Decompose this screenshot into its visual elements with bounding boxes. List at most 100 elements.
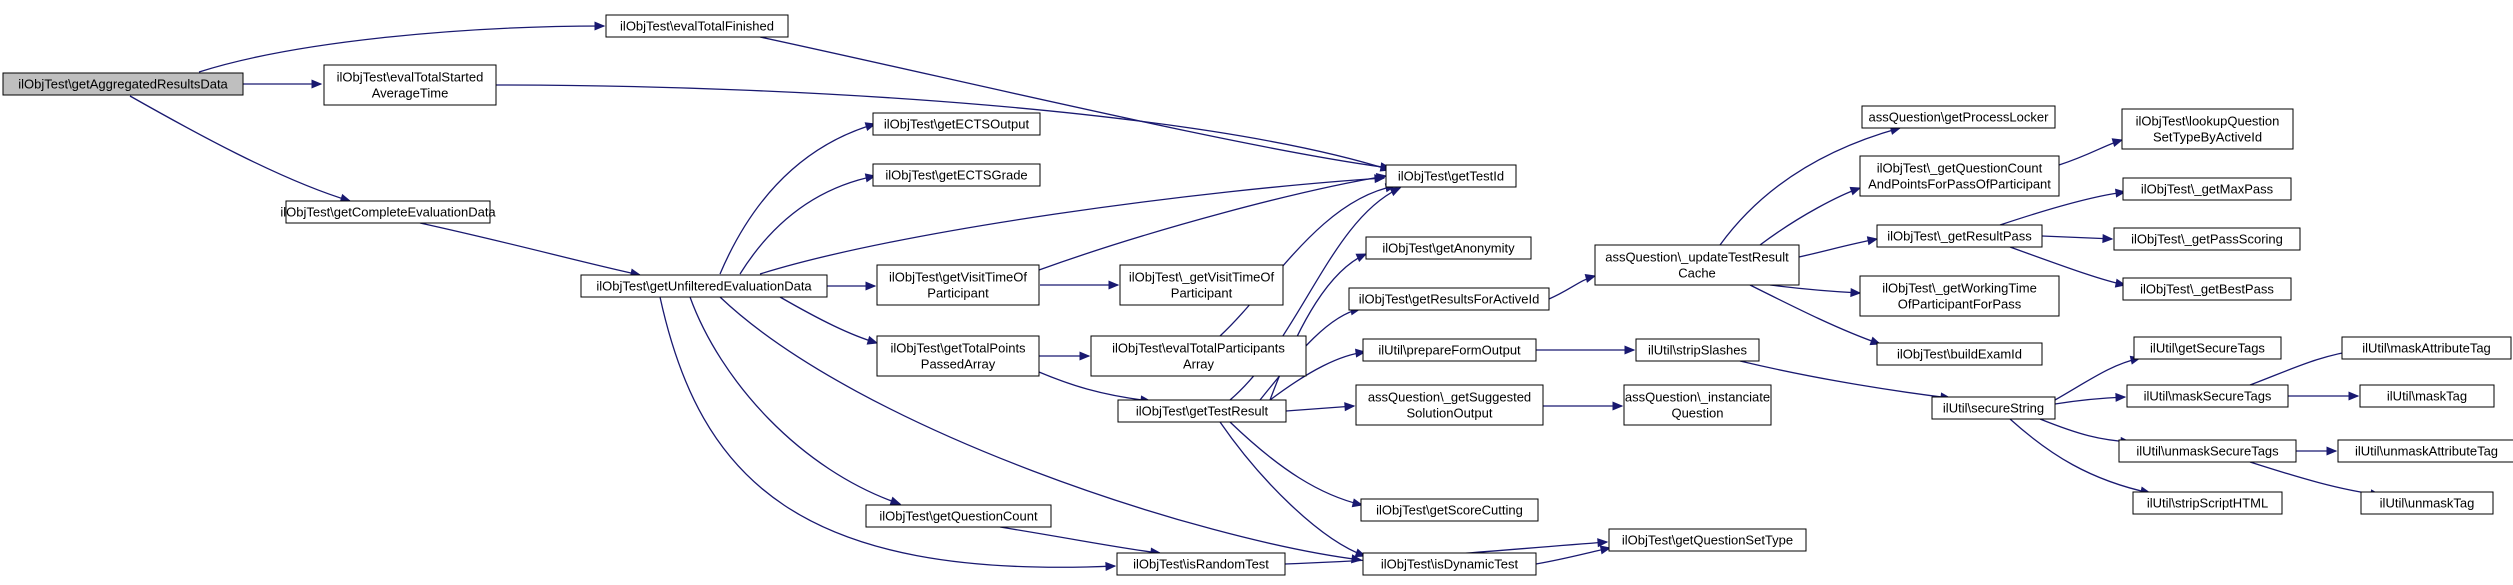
node-box bbox=[876, 264, 1040, 306]
edge-n5-n11 bbox=[659, 296, 1117, 571]
graph-node-n17[interactable]: ilUtil\prepareFormOutput bbox=[1362, 338, 1537, 362]
node-box bbox=[1931, 396, 2056, 420]
arrowhead bbox=[2348, 391, 2360, 401]
graph-node-n19[interactable]: ilObjTest\getScoreCutting bbox=[1360, 498, 1539, 522]
graph-node-n42[interactable]: ilUtil\unmaskTag bbox=[2360, 491, 2494, 515]
node-label: ilObjTest\getAnonymity bbox=[1382, 241, 1515, 256]
arrowhead bbox=[2115, 392, 2127, 402]
graph-node-n27[interactable]: ilObjTest\_getResultPass bbox=[1876, 224, 2043, 248]
graph-node-n38[interactable]: ilUtil\stripScriptHTML bbox=[2132, 491, 2283, 515]
node-label: ilObjTest\getAggregatedResultsData bbox=[18, 77, 228, 92]
edge-line bbox=[419, 222, 641, 276]
edge-n0-n1 bbox=[198, 21, 606, 73]
graph-node-n39[interactable]: ilUtil\maskAttributeTag bbox=[2341, 336, 2512, 360]
graph-node-n1[interactable]: ilObjTest\evalTotalFinished bbox=[605, 14, 789, 38]
graph-node-n35[interactable]: ilUtil\getSecureTags bbox=[2133, 336, 2282, 360]
graph-node-n0[interactable]: ilObjTest\getAggregatedResultsData bbox=[2, 72, 244, 96]
edge-n37-n41 bbox=[2296, 446, 2338, 456]
node-label: AverageTime bbox=[372, 86, 449, 101]
graph-node-n28[interactable]: ilObjTest\_getWorkingTimeOfParticipantFo… bbox=[1859, 275, 2060, 317]
graph-node-n21[interactable]: ilObjTest\getQuestionSetType bbox=[1608, 528, 1807, 552]
graph-node-n34[interactable]: ilObjTest\_getBestPass bbox=[2122, 277, 2292, 301]
node-box bbox=[285, 200, 491, 224]
edge-n22-n27 bbox=[1798, 236, 1879, 258]
node-label: ilObjTest\getUnfilteredEvaluationData bbox=[596, 279, 812, 294]
node-label: ilObjTest\getQuestionCount bbox=[879, 509, 1038, 524]
edge-line bbox=[1999, 191, 2126, 226]
edge-n14-n19 bbox=[1229, 421, 1364, 508]
graph-node-n23[interactable]: ilUtil\stripSlashes bbox=[1635, 338, 1760, 362]
node-box bbox=[580, 274, 828, 298]
graph-node-n30[interactable]: ilUtil\secureString bbox=[1931, 396, 2056, 420]
graph-node-n16[interactable]: ilObjTest\getResultsForActiveId bbox=[1348, 287, 1550, 311]
node-box bbox=[865, 504, 1052, 528]
node-label: Participant bbox=[927, 286, 989, 301]
graph-node-n29[interactable]: ilObjTest\buildExamId bbox=[1876, 342, 2043, 366]
graph-node-n41[interactable]: ilUtil\unmaskAttributeTag bbox=[2337, 439, 2513, 463]
node-label: assQuestion\_instanciate bbox=[1625, 390, 1770, 405]
graph-node-n36[interactable]: ilUtil\maskSecureTags bbox=[2126, 384, 2289, 408]
node-label: ilUtil\getSecureTags bbox=[2150, 341, 2265, 356]
node-box bbox=[2118, 439, 2297, 463]
edge-line bbox=[739, 175, 876, 275]
edge-line bbox=[129, 95, 351, 202]
node-label: ilObjTest\evalTotalFinished bbox=[620, 19, 774, 34]
graph-node-n5[interactable]: ilObjTest\getUnfilteredEvaluationData bbox=[580, 274, 828, 298]
graph-node-n37[interactable]: ilUtil\unmaskSecureTags bbox=[2118, 439, 2297, 463]
graph-node-n15[interactable]: ilObjTest\getAnonymity bbox=[1365, 236, 1532, 260]
graph-node-n40[interactable]: ilUtil\maskTag bbox=[2359, 384, 2495, 408]
arrowhead bbox=[1599, 545, 1612, 555]
arrowhead bbox=[865, 281, 877, 291]
graph-node-n20[interactable]: ilObjTest\isDynamicTest bbox=[1362, 552, 1537, 576]
arrowhead bbox=[1849, 186, 1862, 196]
edge-n3-n5 bbox=[419, 222, 642, 278]
node-label: Cache bbox=[1678, 266, 1716, 281]
edge-n8-n4 bbox=[1038, 173, 1388, 271]
graph-node-n10[interactable]: ilObjTest\getQuestionCount bbox=[865, 504, 1052, 528]
node-box bbox=[1117, 399, 1287, 423]
graph-node-n11[interactable]: ilObjTest\isRandomTest bbox=[1116, 552, 1286, 576]
graph-node-n3[interactable]: ilObjTest\getCompleteEvaluationData bbox=[280, 200, 496, 224]
graph-node-n4[interactable]: ilObjTest\getTestId bbox=[1385, 164, 1517, 188]
edge-n16-n22 bbox=[1548, 274, 1597, 300]
node-label: ilObjTest\_getWorkingTime bbox=[1882, 281, 2037, 296]
node-box bbox=[1362, 552, 1537, 576]
node-box bbox=[605, 14, 789, 38]
node-label: ilUtil\secureString bbox=[1943, 401, 2044, 416]
edge-n5-n9 bbox=[779, 296, 879, 345]
arrowhead bbox=[311, 79, 323, 89]
graph-node-n6[interactable]: ilObjTest\getECTSOutput bbox=[872, 112, 1041, 136]
node-box bbox=[2359, 384, 2495, 408]
edge-line bbox=[198, 25, 605, 73]
node-label: ilObjTest\_getQuestionCount bbox=[1877, 161, 2043, 176]
graph-node-n7[interactable]: ilObjTest\getECTSGrade bbox=[872, 163, 1041, 187]
edge-line bbox=[1229, 421, 1363, 506]
edge-n14-n18 bbox=[1285, 402, 1356, 412]
edge-line bbox=[1719, 127, 1901, 246]
node-label: ilUtil\prepareFormOutput bbox=[1378, 343, 1521, 358]
edge-line bbox=[1749, 284, 1881, 345]
node-label: ilUtil\stripSlashes bbox=[1648, 343, 1747, 358]
edge-n5-n6 bbox=[719, 122, 877, 275]
node-box bbox=[1623, 384, 1772, 426]
node-label: ilObjTest\isDynamicTest bbox=[1381, 557, 1519, 572]
node-box bbox=[2360, 491, 2494, 515]
graph-node-n25[interactable]: assQuestion\getProcessLocker bbox=[1861, 105, 2056, 129]
graph-node-n32[interactable]: ilObjTest\_getMaxPass bbox=[2122, 177, 2292, 201]
edge-line bbox=[2054, 396, 2126, 405]
arrowhead bbox=[1375, 173, 1388, 183]
edge-line bbox=[1759, 187, 1861, 246]
graph-node-n33[interactable]: ilObjTest\_getPassScoring bbox=[2113, 227, 2301, 251]
graph-node-n31[interactable]: ilObjTest\lookupQuestionSetTypeByActiveI… bbox=[2121, 108, 2294, 150]
node-label: ilObjTest\getCompleteEvaluationData bbox=[280, 205, 496, 220]
graph-node-n26[interactable]: ilObjTest\_getQuestionCountAndPointsForP… bbox=[1859, 155, 2060, 197]
graph-node-n14[interactable]: ilObjTest\getTestResult bbox=[1117, 399, 1287, 423]
